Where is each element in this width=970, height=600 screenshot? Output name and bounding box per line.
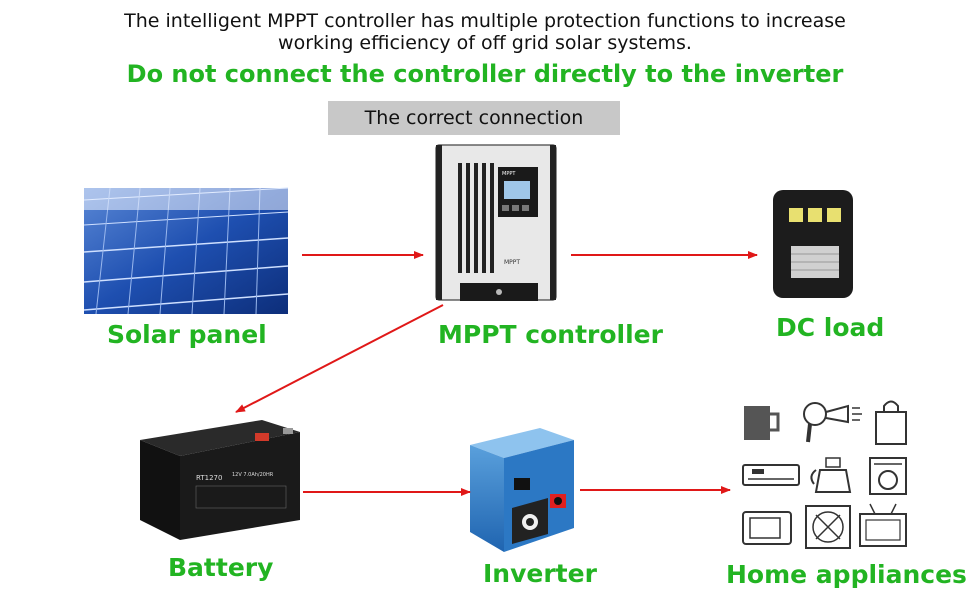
intro-line-2: working efficiency of off grid solar sys… [278,32,692,54]
television-icon [859,503,907,547]
arrow-controller-to-battery [235,304,444,413]
mppt-model-text: MPPT [504,259,520,266]
warning-text: Do not connect the controller directly t… [126,60,844,88]
inverter-label: Inverter [483,559,597,588]
shopping-bag-icon [875,400,907,445]
washing-machine-icon [869,457,907,495]
dc-load-label: DC load [776,313,885,342]
intro-line-1: The intelligent MPPT controller has mult… [124,10,846,32]
dc-load-image [773,190,853,298]
battery-rating-text: 12V 7.0Ah/20HR [232,472,274,478]
fan-icon [805,505,851,549]
mppt-controller-label: MPPT controller [438,320,663,349]
air-conditioner-icon [742,464,800,486]
hair-dryer-icon [803,402,862,443]
mppt-controller-image: MPPT MPPT [435,144,557,301]
mppt-brand-text: MPPT [502,171,516,177]
solar-panel-label: Solar panel [107,320,267,349]
battery-label: Battery [168,553,274,582]
battery-model-text: RT1270 [196,474,222,482]
kettle-icon [810,457,852,493]
mug-icon [744,406,780,440]
home-appliances-label: Home appliances [726,560,967,589]
microwave-icon [742,511,792,545]
solar-panel-image [83,187,289,315]
inverter-image [470,428,574,552]
battery-image: RT1270 12V 7.0Ah/20HR [140,420,300,540]
correct-connection-banner: The correct connection [328,101,620,135]
